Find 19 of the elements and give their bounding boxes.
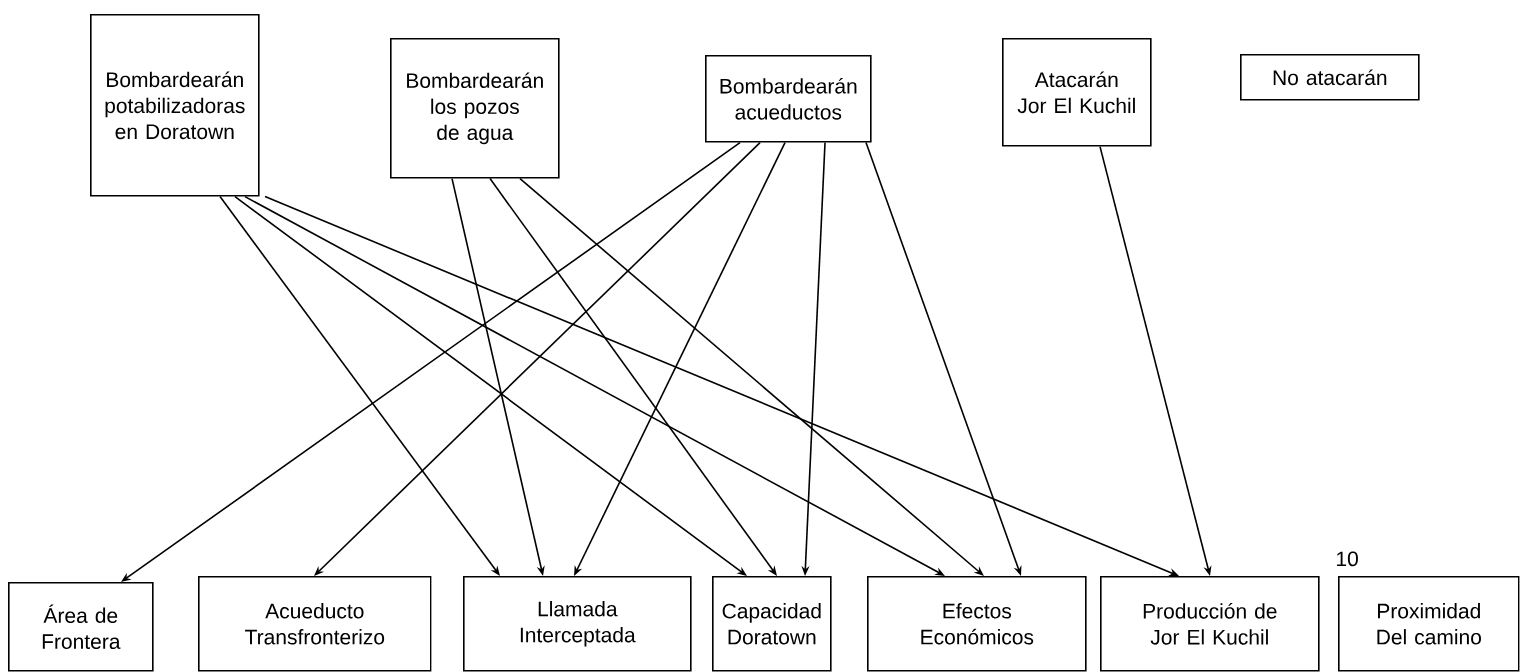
concept-box: Bombardearán acueductos [705,55,872,143]
concept-box: No atacarán [1240,54,1420,101]
concept-box: Bombardearán potabilizadoras en Doratown [90,14,260,197]
page-number: 10 [1337,551,1358,567]
arrow [519,177,984,576]
arrow [121,141,741,582]
arrow [489,177,777,576]
concept-box: Capacidad Doratown [712,576,832,672]
concept-box: Atacarán Jor El Kuchil [1002,38,1152,147]
concept-box: Efectos Económicos [867,576,1087,672]
concept-box: Acueducto Transfronterizo [198,576,432,672]
concept-box: Llamada Interceptada [463,576,692,672]
arrow [314,141,761,576]
arrow [219,195,500,576]
concept-box: Bombardearán los pozos de agua [390,38,560,179]
concept-box: Producción de Jor El Kuchil [1100,576,1320,672]
concept-box: Proximidad Del camino [1338,576,1520,672]
concept-box: Área de Frontera [8,582,154,672]
arrow [234,195,747,576]
